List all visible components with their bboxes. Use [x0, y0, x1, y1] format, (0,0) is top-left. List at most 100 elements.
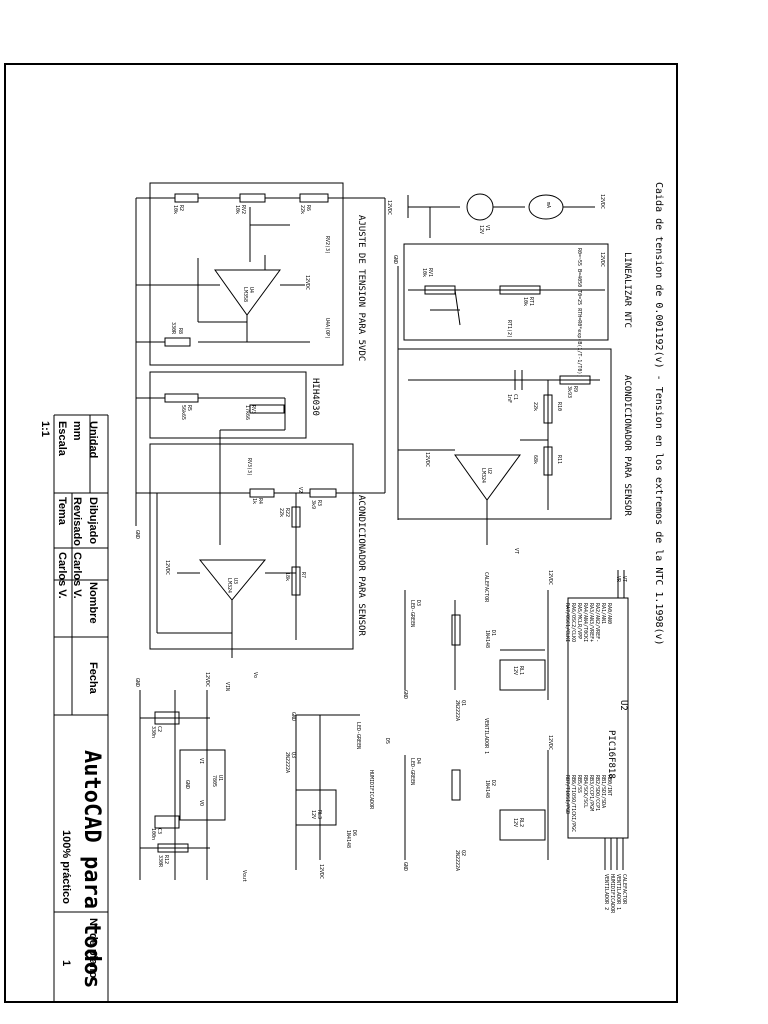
v1-label: V1: [484, 225, 490, 232]
d1-type: 1N4148: [484, 630, 490, 649]
u3-label: U3: [232, 578, 238, 585]
u2b-label: U2: [486, 468, 492, 475]
project-subtitle: 100% práctico: [60, 830, 72, 904]
mcu-right-1: RB1/SDI/SDA: [600, 775, 606, 809]
v2-label: V2: [297, 487, 303, 494]
plano-label: Nº de plano: [87, 918, 99, 979]
rt1-value: 10k: [522, 297, 528, 307]
v1-source: [466, 193, 494, 221]
d2-type: 1N4148: [484, 780, 490, 799]
net-12vdc-q2: 12VDC: [547, 735, 553, 751]
net-12vdc-u4: 12VDC: [304, 275, 310, 291]
fecha-label: Fecha: [87, 662, 99, 694]
u4-type: LM358: [242, 287, 248, 303]
u1-regulator: [179, 749, 226, 821]
revisado-nombre: Carlos V.: [56, 552, 68, 599]
r2-value: 10k: [172, 205, 178, 215]
u1-gnd-pin: GND: [184, 780, 190, 790]
u4-label: U4: [248, 287, 254, 294]
rl1-label: RL1: [518, 666, 524, 676]
net-gnd-q1: GND: [402, 690, 408, 700]
mcu-left-2: RA2/AN2/VREF-: [594, 603, 600, 643]
d6-label: D6: [351, 830, 357, 837]
net-12vdc-meter: 12VDC: [599, 194, 605, 210]
rv3-label: RV3: [250, 405, 256, 415]
net-12vdc-top: 12VDC: [386, 200, 392, 216]
q2-label: Q2: [460, 850, 466, 857]
net-12vdc-lin: 12VDC: [599, 252, 605, 268]
mcu-right-6: RB6/T1OSO/T1CKI/PGC: [570, 775, 576, 833]
r12-label: R12: [163, 855, 169, 865]
net-gnd-left: GND: [134, 530, 140, 540]
u4-opamp: [214, 269, 281, 316]
u4-out-label: U4A(OP): [324, 318, 330, 340]
c1-label: C1: [512, 394, 518, 401]
r10-label: R10: [556, 402, 562, 412]
tema-label: Tema: [56, 497, 68, 525]
escala-value: 1:1: [39, 421, 51, 437]
r8-label: R8: [177, 328, 183, 335]
c3-label: C3: [156, 828, 162, 835]
d3-type: LED-GREEN: [409, 600, 415, 628]
net-gnd-q3: GND: [290, 712, 296, 722]
vo-label: Vo: [252, 672, 258, 679]
u1-vo-pin: VO: [198, 800, 204, 807]
mcu-package: [567, 597, 629, 839]
net-12vdc-u3: 12VDC: [164, 560, 170, 576]
unidad-value: mm: [71, 421, 83, 441]
d4-type: LED-GREEN: [409, 758, 415, 786]
q1-type: 2N2222A: [454, 700, 460, 722]
block-linealizar-label: LINEALIZAR NTC: [622, 252, 632, 328]
mcu-left-0: RA0/AN0: [606, 603, 612, 625]
mcu-left-7: RA7/OSC1/CLKI: [564, 603, 570, 643]
v1-value: 12V: [478, 225, 484, 235]
mcu-right-0: RB0/INT: [606, 775, 612, 797]
mcu-left-6: RA6/OSC2/CLKO: [570, 603, 576, 643]
net-12vdc-acond: 12VDC: [424, 452, 430, 468]
ntc-spec: R0=~55 B=4050 T0=25 RTH=R0*exp(B(1/T-1/T…: [576, 248, 582, 378]
u3-type: LM324: [226, 578, 232, 594]
rv2-value: 10k: [234, 205, 240, 215]
mcu-right-3: RB3/CCP1/PGM: [588, 775, 594, 812]
humid-label: HUMIDIFICADOR: [368, 770, 374, 810]
r5-label: R5: [186, 405, 192, 412]
meter-label: mA: [545, 202, 551, 209]
u2-opamp: [454, 454, 521, 501]
q3-type: 2N2222A: [284, 752, 290, 774]
r3-value: 3k9: [310, 500, 316, 510]
revisado-label: Revisado: [71, 497, 83, 546]
mcu-type: PIC16F818: [606, 730, 616, 779]
rl3-value: 12V: [310, 810, 316, 820]
c2-value: 330n: [150, 726, 156, 739]
dibujado-label: Dibujado: [87, 497, 99, 545]
net-12vdc-reg: 12VDC: [204, 672, 210, 688]
d5-type: LED-GREEN: [355, 722, 361, 750]
d1-label: D1: [490, 630, 496, 637]
header-note: Caida de tension de 0.001192(v) - Tensio…: [653, 182, 664, 646]
r12-value: 330R: [157, 855, 163, 868]
rv2-net-label: RV2(3): [324, 236, 330, 255]
rt1-label: RT1: [528, 297, 534, 307]
r22-value: 22k: [278, 508, 284, 518]
rv2-label: RV2: [240, 205, 246, 215]
block-linealizar-box: [403, 243, 609, 341]
c3-value: 100n: [150, 828, 156, 841]
nombre-label: Nombre: [87, 582, 99, 624]
mcu-vt-in: VT: [621, 576, 627, 583]
d6-type: 1N4148: [345, 830, 351, 849]
u1-vi-pin: VI: [198, 758, 204, 765]
net-gnd-reg: GND: [134, 678, 140, 688]
out-label-1: VENTILADOR 1: [615, 874, 621, 911]
plano-value: 1: [60, 960, 72, 967]
out-label-3: VENTILADOR 2: [603, 874, 609, 911]
out-label-0: CALEFACTOR: [621, 874, 627, 905]
r3-label: R3: [316, 500, 322, 507]
mcu-vr-in: VR: [615, 576, 621, 583]
mcu-left-4: RA4/AN4/T0CKI: [582, 603, 588, 643]
calefactor-label: CALEFACTOR: [483, 572, 489, 603]
q1-label: Q1: [460, 700, 466, 707]
vout-label: Vout: [241, 870, 247, 883]
rv3-value: 17k66: [244, 405, 250, 421]
mcu-right-5: RB5/SS: [576, 775, 582, 794]
r10-value: 22k: [532, 402, 538, 412]
